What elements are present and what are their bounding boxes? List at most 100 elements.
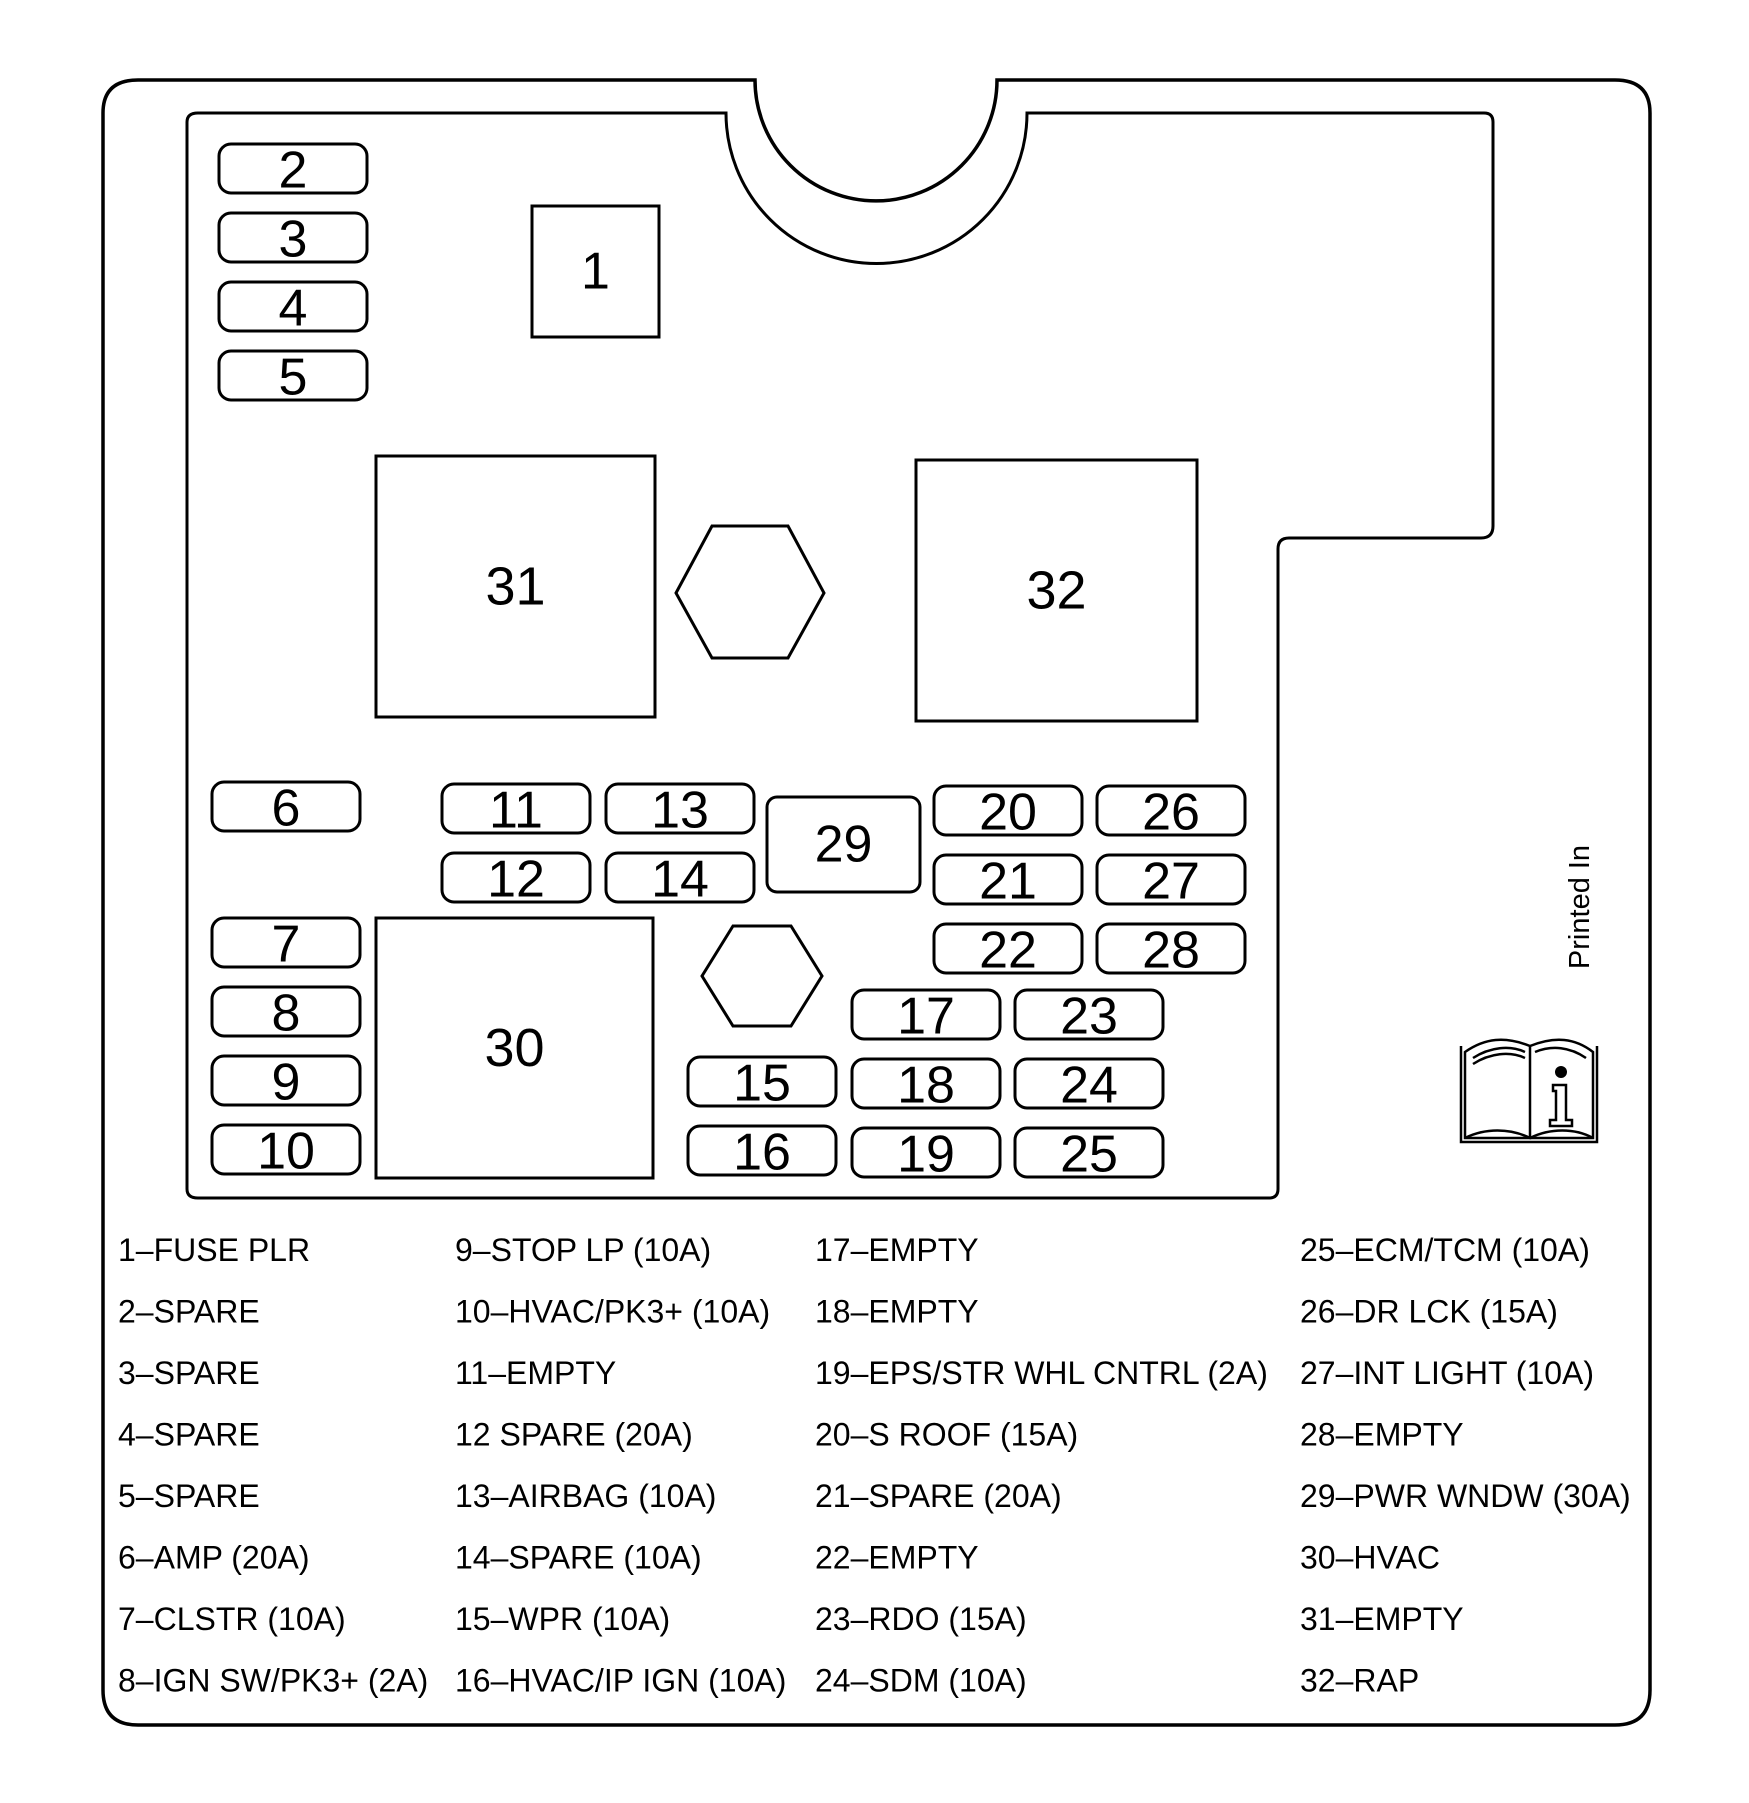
fuse-slot-number: 13 xyxy=(651,782,709,840)
legend-entry: 28–EMPTY xyxy=(1300,1417,1464,1453)
fuse-slot-number: 14 xyxy=(651,851,709,909)
fuse-slot-number: 7 xyxy=(272,916,301,974)
fuse-slot-6: 6 xyxy=(210,780,362,838)
fuse-slot-outline xyxy=(932,922,1084,975)
fuse-slot-27: 27 xyxy=(1095,853,1247,911)
legend-entry: 7–CLSTR (10A) xyxy=(118,1601,346,1637)
relay-slot-29: 29 xyxy=(765,795,922,894)
fuse-slot-8: 8 xyxy=(210,985,362,1043)
fuse-slot-outline xyxy=(217,280,369,333)
fuse-slot-15: 15 xyxy=(686,1055,838,1113)
fuse-slot-outline xyxy=(217,211,369,264)
fuse-slot-number: 5 xyxy=(279,349,308,407)
legend-entry: 16–HVAC/IP IGN (10A) xyxy=(455,1663,786,1699)
legend-entry: 32–RAP xyxy=(1300,1663,1419,1699)
legend-entry: 12 SPARE (20A) xyxy=(455,1417,693,1453)
fuse-slot-28: 28 xyxy=(1095,922,1247,980)
fuse-slot-outline xyxy=(932,784,1084,837)
fuse-slot-number: 20 xyxy=(979,784,1037,842)
legend-entry: 17–EMPTY xyxy=(815,1232,979,1268)
fuse-slot-24: 24 xyxy=(1013,1057,1165,1115)
fuse-slot-number: 27 xyxy=(1142,853,1200,911)
fuse-slot-number: 19 xyxy=(897,1126,955,1184)
fuse-slot-number: 25 xyxy=(1060,1126,1118,1184)
mounting-hexagon-upper xyxy=(674,524,826,660)
legend-entry: 19–EPS/STR WHL CNTRL (2A) xyxy=(815,1355,1268,1391)
fuse-slot-number: 23 xyxy=(1060,988,1118,1046)
fuse-cover-outline xyxy=(101,78,1652,1727)
legend-entry: 14–SPARE (10A) xyxy=(455,1540,702,1576)
fuse-slot-25: 25 xyxy=(1013,1126,1165,1184)
fuse-slot-16: 16 xyxy=(686,1124,838,1182)
fuse-slot-outline xyxy=(932,853,1084,906)
fuse-slot-number: 28 xyxy=(1142,922,1200,980)
fuse-slot-outline xyxy=(217,142,369,195)
fuse-slot-number: 12 xyxy=(487,851,545,909)
fuse-slot-number: 11 xyxy=(489,782,543,840)
fuse-slot-outline xyxy=(440,851,592,904)
legend-entry: 29–PWR WNDW (30A) xyxy=(1300,1478,1631,1514)
relay-slot-30: 30 xyxy=(374,916,655,1180)
fuse-slot-number: 10 xyxy=(257,1123,315,1181)
legend-entry: 10–HVAC/PK3+ (10A) xyxy=(455,1294,770,1330)
fuse-slot-number: 21 xyxy=(979,853,1037,911)
fuse-slot-outline xyxy=(210,985,362,1038)
legend-entry: 24–SDM (10A) xyxy=(815,1663,1027,1699)
fuse-slot-outline xyxy=(210,1054,362,1107)
fuse-slot-outline xyxy=(850,1126,1002,1179)
relay-slot-number: 31 xyxy=(485,557,545,617)
fuse-slot-11: 11 xyxy=(440,782,592,840)
legend-entry: 1–FUSE PLR xyxy=(118,1232,310,1268)
relay-slot-outline xyxy=(765,795,922,894)
fuse-slot-outline xyxy=(1095,922,1247,975)
legend-entry: 11–EMPTY xyxy=(455,1355,616,1391)
fuse-slot-number: 4 xyxy=(279,280,308,338)
fuse-slot-outline xyxy=(850,1057,1002,1110)
fuse-slot-5: 5 xyxy=(217,349,369,407)
fuse-slot-number: 3 xyxy=(279,211,308,269)
fuse-slot-outline xyxy=(217,349,369,402)
legend-entry: 3–SPARE xyxy=(118,1355,260,1391)
relay-slot-number: 32 xyxy=(1026,561,1086,621)
legend-entry: 21–SPARE (20A) xyxy=(815,1478,1062,1514)
fuse-slot-number: 18 xyxy=(897,1057,955,1115)
fuse-slot-outline xyxy=(440,782,592,835)
legend-entry: 27–INT LIGHT (10A) xyxy=(1300,1355,1594,1391)
fuse-slot-number: 17 xyxy=(897,988,955,1046)
fuse-slot-26: 26 xyxy=(1095,784,1247,842)
fuse-slot-outline xyxy=(850,988,1002,1041)
fuse-slot-12: 12 xyxy=(440,851,592,909)
fuse-slot-outline xyxy=(1013,1126,1165,1179)
legend-entry: 2–SPARE xyxy=(118,1294,260,1330)
legend-entry: 20–S ROOF (15A) xyxy=(815,1417,1078,1453)
fuse-slot-4: 4 xyxy=(217,280,369,338)
legend-entry: 5–SPARE xyxy=(118,1478,260,1514)
fuse-slot-number: 16 xyxy=(733,1124,791,1182)
fuse-slot-outline xyxy=(686,1124,838,1177)
legend-entry: 13–AIRBAG (10A) xyxy=(455,1478,716,1514)
legend-entry: 8–IGN SW/PK3+ (2A) xyxy=(118,1663,428,1699)
legend-entry: 25–ECM/TCM (10A) xyxy=(1300,1232,1590,1268)
mounting-hexagon-lower xyxy=(700,924,824,1028)
fuse-slot-14: 14 xyxy=(604,851,756,909)
relay-slot-outline xyxy=(530,204,661,339)
relay-slot-number: 29 xyxy=(815,816,873,874)
relay-slot-1: 1 xyxy=(530,204,661,339)
fuse-slot-2: 2 xyxy=(217,142,369,200)
relay-slot-number: 1 xyxy=(581,243,610,301)
fuse-slot-22: 22 xyxy=(932,922,1084,980)
fuse-slot-number: 8 xyxy=(272,985,301,1043)
relay-slot-number: 30 xyxy=(484,1018,544,1078)
relay-slot-outline xyxy=(374,454,657,719)
fuse-slot-number: 24 xyxy=(1060,1057,1118,1115)
legend-entry: 9–STOP LP (10A) xyxy=(455,1232,711,1268)
fuse-slot-number: 2 xyxy=(279,142,308,200)
fuse-slot-10: 10 xyxy=(210,1123,362,1181)
legend-entry: 6–AMP (20A) xyxy=(118,1540,310,1576)
fuse-slot-23: 23 xyxy=(1013,988,1165,1046)
legend-entry: 15–WPR (10A) xyxy=(455,1601,670,1637)
printed-in-label: Printed In xyxy=(1564,845,1596,969)
relay-slot-outline xyxy=(914,458,1199,723)
fuse-slot-outline xyxy=(604,782,756,835)
fuse-slot-19: 19 xyxy=(850,1126,1002,1184)
